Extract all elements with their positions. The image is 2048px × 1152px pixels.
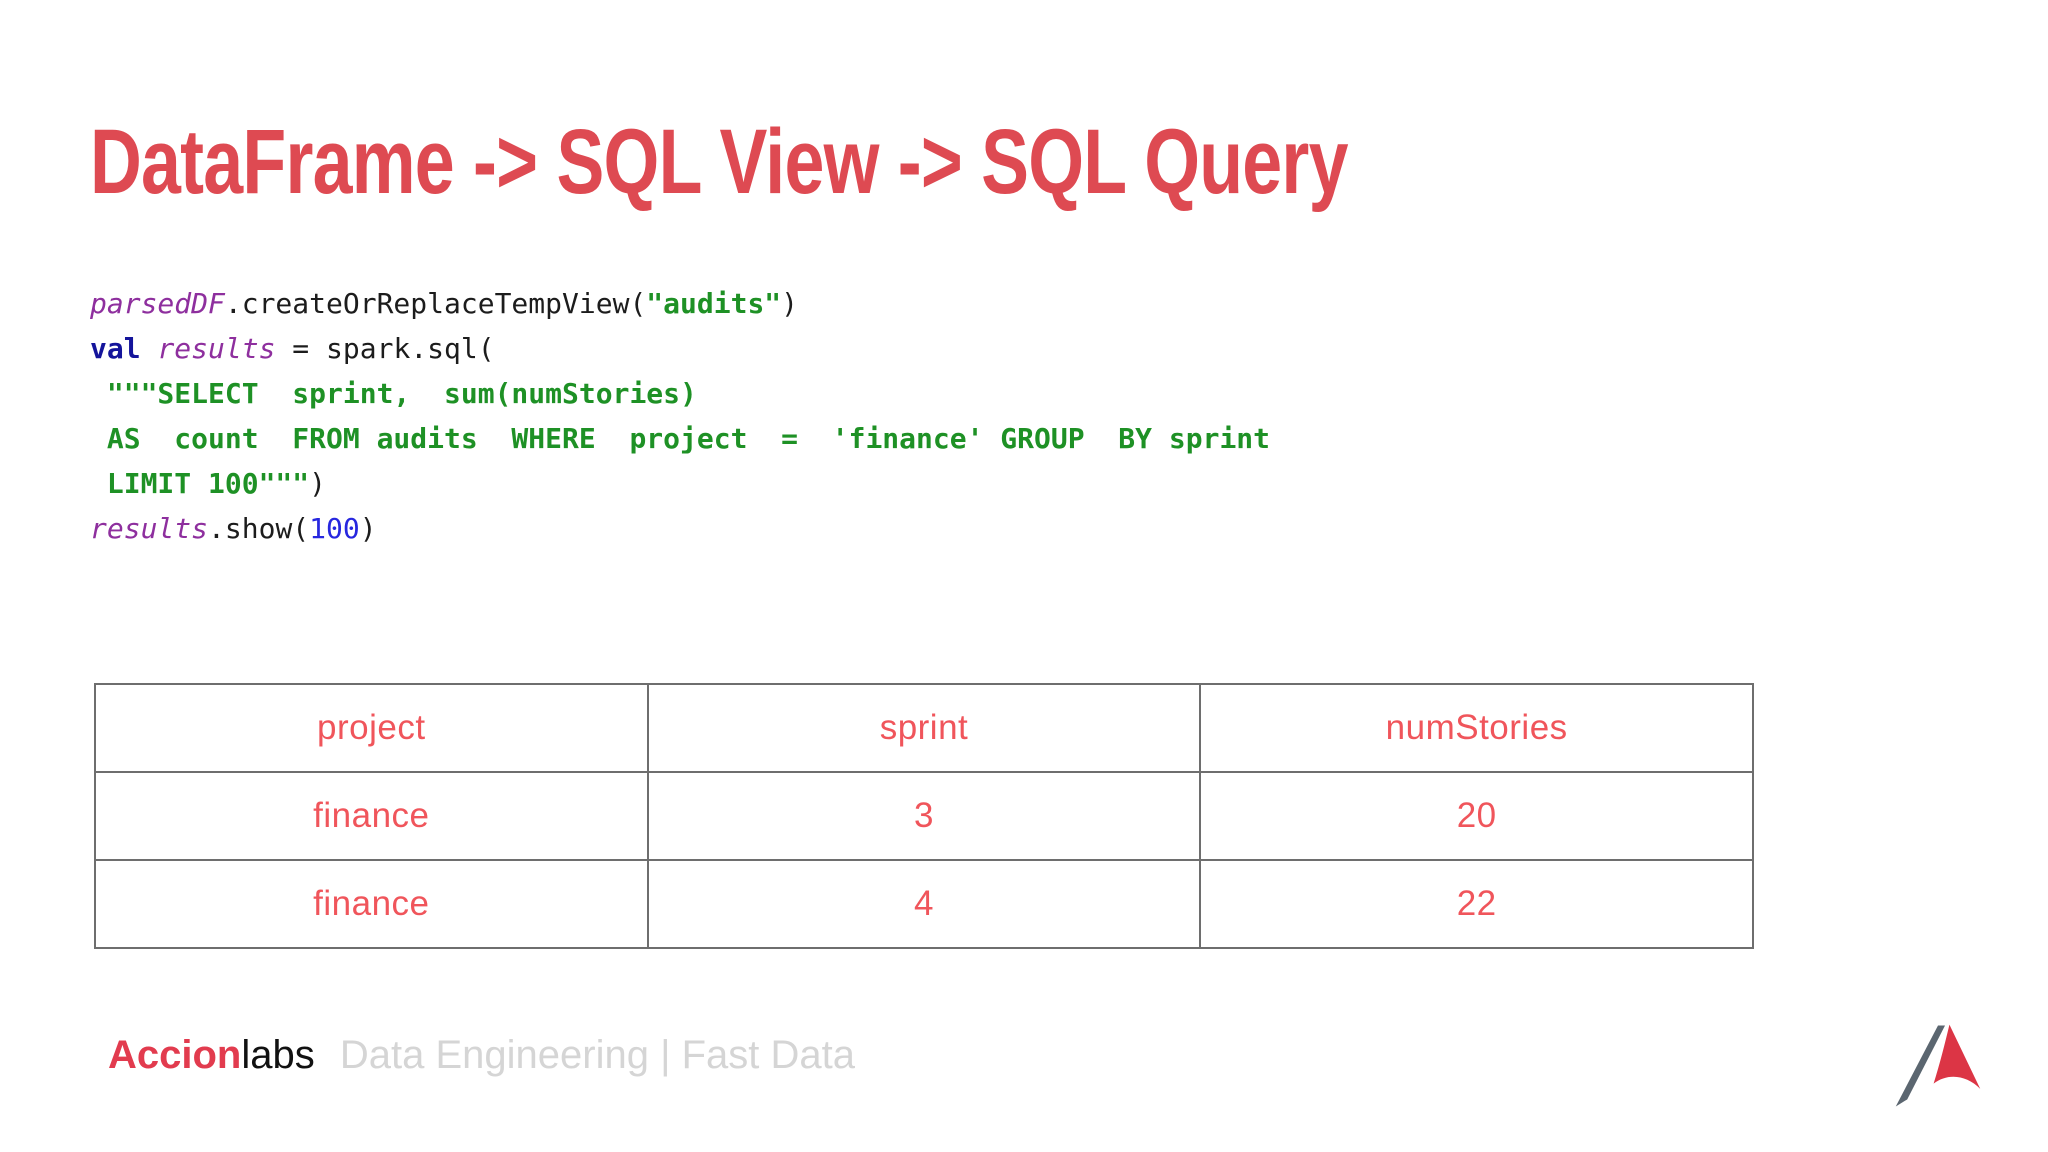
code-segment-keyword: val — [90, 332, 141, 365]
code-line: LIMIT 100""") — [90, 461, 1270, 506]
brand-accion: Accion — [108, 1033, 242, 1077]
cell-project: finance — [94, 859, 649, 949]
code-segment-plain: ) — [781, 287, 799, 320]
logo-left-stroke — [1895, 1025, 1946, 1107]
code-segment-string: LIMIT 100""" — [90, 467, 310, 500]
code-line: AS count FROM audits WHERE project = 'fi… — [90, 416, 1270, 461]
cell-sprint: 3 — [646, 771, 1202, 861]
query-result-table: project sprint numStories finance 3 20 f… — [94, 683, 1754, 949]
column-header-numstories: numStories — [1199, 683, 1754, 773]
table-header-row: project sprint numStories — [94, 683, 1754, 773]
code-segment-plain: = spark.sql( — [275, 332, 495, 365]
code-segment-string: AS count FROM audits WHERE project = 'fi… — [90, 422, 1271, 455]
code-segment-string: """SELECT sprint, sum(numStories) — [90, 377, 697, 410]
code-segment-var: results — [90, 512, 209, 545]
column-header-project: project — [94, 683, 649, 773]
code-segment-string: "audits" — [646, 287, 782, 320]
code-line: val results = spark.sql( — [90, 326, 1270, 371]
column-header-sprint: sprint — [646, 683, 1202, 773]
code-segment-plain — [141, 332, 158, 365]
footer-tagline: Data Engineering | Fast Data — [339, 1033, 855, 1077]
code-block: parsedDF.createOrReplaceTempView("audits… — [90, 281, 1270, 551]
code-segment-plain: .show( — [208, 512, 310, 545]
code-segment-number: 100 — [309, 512, 360, 545]
page-title: DataFrame -> SQL View -> SQL Query — [90, 111, 1348, 213]
logo-right-stroke — [1933, 1024, 1981, 1089]
code-segment-plain: .createOrReplaceTempView( — [224, 287, 647, 320]
cell-sprint: 4 — [646, 859, 1202, 949]
cell-project: finance — [94, 771, 649, 861]
footer: Accionlabs Data Engineering | Fast Data — [108, 1033, 855, 1078]
table-row: finance 3 20 — [94, 771, 1754, 861]
accion-labs-logo-icon — [1895, 1024, 1981, 1107]
code-line: results.show(100) — [90, 506, 1270, 551]
cell-numstories: 20 — [1199, 771, 1754, 861]
code-line: """SELECT sprint, sum(numStories) — [90, 371, 1270, 416]
code-line: parsedDF.createOrReplaceTempView("audits… — [90, 281, 1270, 326]
code-segment-plain: ) — [359, 512, 377, 545]
table-row: finance 4 22 — [94, 859, 1754, 949]
code-segment-var: parsedDF — [90, 287, 225, 320]
brand-labs: labs — [241, 1033, 315, 1077]
cell-numstories: 22 — [1199, 859, 1754, 949]
code-segment-var: results — [157, 332, 276, 365]
code-segment-plain: ) — [309, 467, 327, 500]
